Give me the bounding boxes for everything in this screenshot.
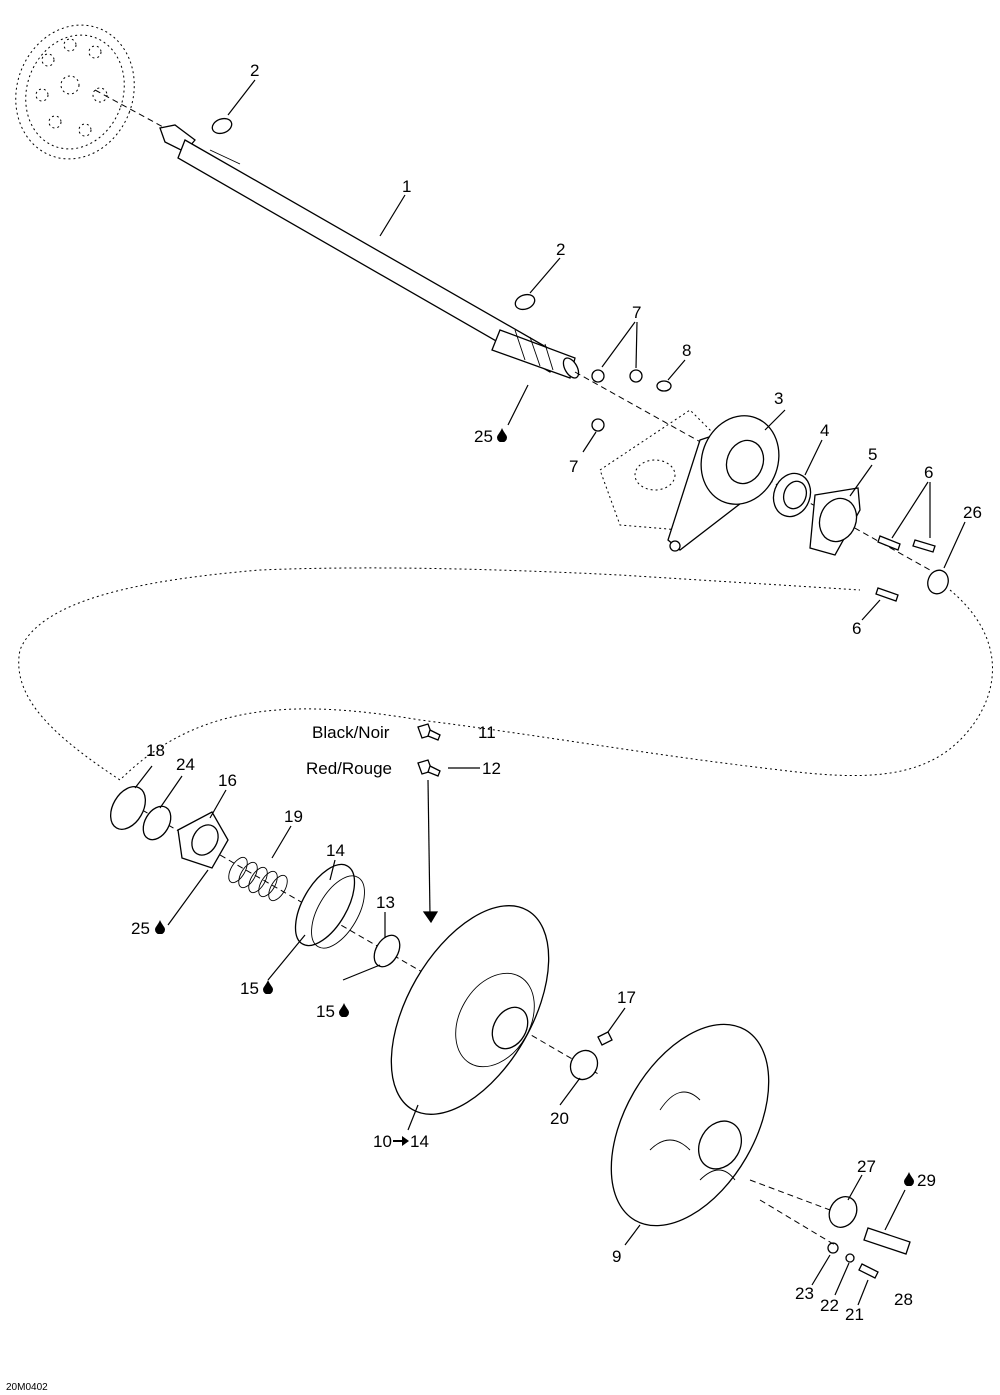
callout-7: 7 <box>632 303 641 322</box>
callout-23: 23 <box>795 1284 814 1303</box>
lubricant-drop-icon <box>339 1003 349 1017</box>
callout-14: 14 <box>410 1132 429 1151</box>
callout-6: 6 <box>852 619 861 638</box>
callout-2: 2 <box>556 240 565 259</box>
lubricant-drop-icon <box>155 920 165 934</box>
callout-4: 4 <box>820 421 829 440</box>
legend-black-label: Black/Noir <box>312 723 390 742</box>
callout-6: 6 <box>924 463 933 482</box>
callout-1: 1 <box>402 177 411 196</box>
callout-16: 16 <box>218 771 237 790</box>
callout-27: 27 <box>857 1157 876 1176</box>
legend-red-label: Red/Rouge <box>306 759 392 778</box>
drawing-code: 20M0402 <box>6 1382 48 1393</box>
lubricant-drop-icon <box>497 428 507 442</box>
callout-8: 8 <box>682 341 691 360</box>
driven-pulley-group <box>110 786 911 1279</box>
callout-29: 29 <box>917 1171 936 1190</box>
callout-20: 20 <box>550 1109 569 1128</box>
drive-shaft <box>94 89 580 379</box>
callout-10: 10 <box>373 1132 392 1151</box>
callout-12: 12 <box>482 759 501 778</box>
drive-belt-outline <box>18 567 993 781</box>
lubricant-drop-icon <box>904 1172 914 1186</box>
drive-sprocket-outline <box>15 24 135 160</box>
callout-3: 3 <box>774 389 783 408</box>
callout-24: 24 <box>176 755 195 774</box>
callout-2: 2 <box>250 61 259 80</box>
callout-28: 28 <box>894 1290 913 1309</box>
callout-17: 17 <box>617 988 636 1007</box>
callout-11: 11 <box>478 723 496 742</box>
callout-13: 13 <box>376 893 395 912</box>
black-screw-icon <box>417 723 441 741</box>
red-screw-icon <box>417 759 441 777</box>
callout-22: 22 <box>820 1296 839 1315</box>
callout-15: 15 <box>316 1002 335 1021</box>
callout-25: 25 <box>474 427 493 446</box>
callout-9: 9 <box>612 1247 621 1266</box>
o-ring-upper <box>211 117 233 135</box>
arrow-right-icon <box>393 1136 409 1146</box>
o-ring-lower <box>514 293 536 311</box>
callout-7: 7 <box>569 457 578 476</box>
callout-26: 26 <box>963 503 982 522</box>
callout-19: 19 <box>284 807 303 826</box>
callout-5: 5 <box>868 445 877 464</box>
callout-21: 21 <box>845 1305 864 1324</box>
callout-14: 14 <box>326 841 345 860</box>
lubricant-drop-icon <box>263 980 273 994</box>
callout-15: 15 <box>240 979 259 998</box>
callout-leaders <box>134 79 966 1306</box>
bearing-housing-group <box>574 369 949 602</box>
callout-18: 18 <box>146 741 165 760</box>
callout-25: 25 <box>131 919 150 938</box>
